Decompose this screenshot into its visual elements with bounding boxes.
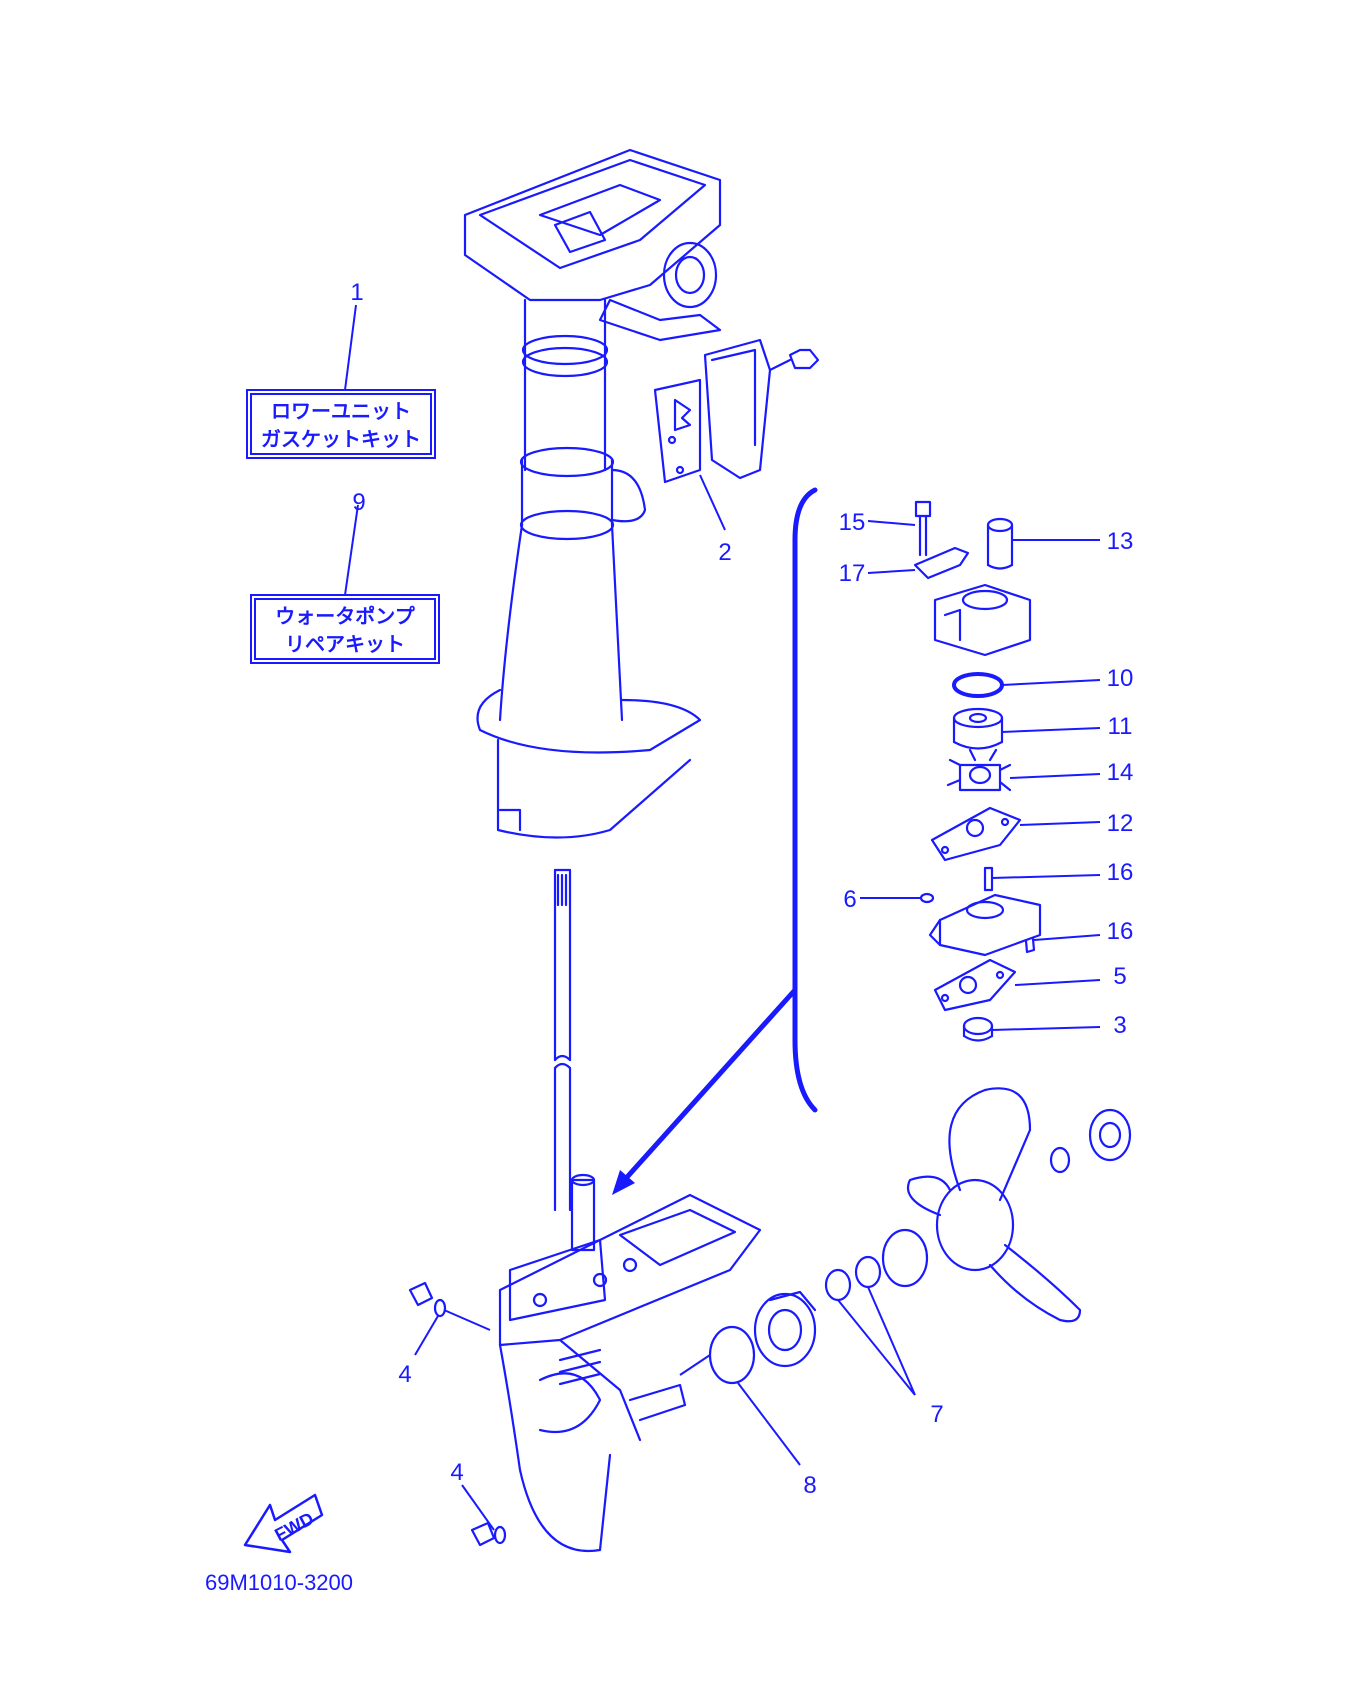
thrust-washer (881, 1228, 929, 1288)
diagram-code: 69M1010-3200 (205, 1570, 353, 1595)
callout-16-lower: 16 (1107, 918, 1134, 945)
part-7-seal-a (824, 1268, 852, 1302)
driveshaft (553, 868, 572, 1212)
callout-numbers: 2 15 17 13 10 11 14 12 16 6 16 5 3 4 4 8… (398, 509, 1133, 1499)
callout-9: 9 (352, 489, 365, 516)
part-15-bolt (914, 500, 932, 557)
callout-7: 7 (930, 1401, 943, 1428)
callout-11: 11 (1108, 713, 1133, 740)
callout-8: 8 (803, 1472, 816, 1499)
part-7-seal-b (854, 1255, 882, 1289)
part-6-ring (919, 892, 935, 904)
propeller-shaft-housing (753, 1290, 817, 1368)
callout-4-lower: 4 (450, 1459, 463, 1486)
callout-12: 12 (1107, 810, 1134, 837)
water-pump-bracket-line (792, 487, 818, 1113)
callout-3: 3 (1113, 1012, 1126, 1039)
part-5-gasket (933, 958, 1017, 1012)
part-13-water-tube (986, 517, 1014, 570)
callout-15: 15 (839, 509, 866, 536)
kit-1-line1: ロワーユニット (271, 399, 411, 423)
callout-13: 13 (1107, 528, 1134, 555)
water-pump-arrow-line (617, 987, 798, 1188)
callout-2: 2 (718, 539, 731, 566)
part-14-impeller (946, 748, 1012, 792)
part-17-plate (913, 546, 970, 580)
callout-17: 17 (839, 560, 866, 587)
kit-label-lower-unit-gasket: 1 ロワーユニット ガスケットキット (246, 279, 436, 459)
water-pump-arrow-head (612, 1170, 635, 1195)
water-pump-housing (933, 583, 1032, 657)
driveshaft-housing (463, 148, 722, 839)
kit-label-water-pump-repair: 9 ウォータポンプ リペアキット (250, 489, 440, 664)
part-4-screw-upper (408, 1281, 491, 1331)
part-10-o-ring (952, 672, 1004, 698)
part-2-gasket-and-cover (653, 338, 820, 484)
part-4-screw-lower (470, 1521, 507, 1547)
leader-lines (344, 304, 1101, 1531)
prop-nut (1088, 1108, 1132, 1162)
callout-4-upper: 4 (398, 1361, 411, 1388)
callout-14: 14 (1107, 759, 1134, 786)
pump-case-base (928, 893, 1042, 957)
callout-5: 5 (1113, 963, 1126, 990)
prop-washer (1049, 1146, 1071, 1174)
lower-gearcase (498, 1173, 762, 1553)
fwd-arrow: FWD (243, 1493, 324, 1554)
kit-9-line2: リペアキット (285, 632, 405, 656)
callout-16-upper: 16 (1107, 859, 1134, 886)
part-3-oil-seal (962, 1016, 994, 1042)
part-12-outer-plate (930, 806, 1022, 862)
callout-1: 1 (350, 279, 363, 306)
callout-10: 10 (1107, 665, 1134, 692)
part-16-pin-upper (983, 866, 994, 892)
propeller (907, 1087, 1082, 1323)
callout-6: 6 (843, 886, 856, 913)
kit-1-line2: ガスケットキット (261, 427, 421, 451)
kit-9-line1: ウォータポンプ (275, 604, 415, 628)
part-11-insert-cartridge (952, 707, 1004, 750)
part-8-o-ring (708, 1325, 756, 1385)
